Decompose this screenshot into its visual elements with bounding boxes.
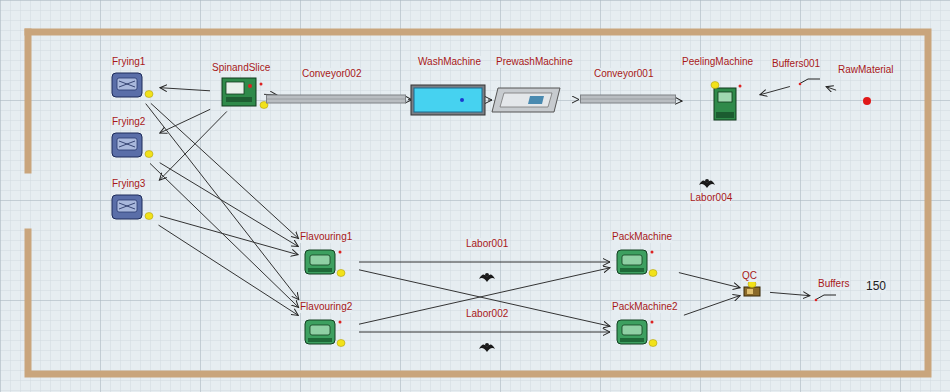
flow-connector xyxy=(578,99,579,100)
machine-label: Labor002 xyxy=(466,308,508,320)
machine-node: Frying1 xyxy=(110,56,158,102)
flow-connector xyxy=(160,216,298,255)
machine-label: SpinandSlice xyxy=(212,62,270,74)
machine-node: Buffers001 xyxy=(772,58,826,86)
flow-connector xyxy=(488,100,492,101)
machine-icon xyxy=(110,130,154,162)
flow-connector xyxy=(160,163,299,247)
machine-node: PeelingMachine xyxy=(682,56,758,124)
machine-node: Conveyor002 xyxy=(266,68,410,104)
flow-connector xyxy=(826,87,836,91)
machine-label: PeelingMachine xyxy=(682,56,753,68)
flow-connector xyxy=(159,225,299,315)
machine-node: WashMachine xyxy=(410,56,490,116)
machine-label: WashMachine xyxy=(418,56,481,68)
flow-connector xyxy=(150,163,299,307)
machine-icon xyxy=(742,284,764,298)
machine-label: PrewashMachine xyxy=(496,56,573,68)
machine-icon xyxy=(614,246,658,278)
machine-icon xyxy=(580,94,676,104)
flow-connector xyxy=(146,104,299,300)
machine-label: PackMachine xyxy=(612,231,672,243)
flow-connector xyxy=(770,292,810,295)
machine-node: PrewashMachine xyxy=(490,56,577,114)
machine-label: RawMaterial xyxy=(838,64,894,76)
machine-icon xyxy=(110,70,154,102)
machine-node: Flavouring1 xyxy=(300,231,357,278)
machine-label: QC xyxy=(742,270,757,282)
machine-icon xyxy=(478,340,496,354)
flow-connector xyxy=(760,87,790,95)
machine-icon xyxy=(614,316,658,348)
machine-label: Labor001 xyxy=(466,238,508,250)
machine-label: Frying2 xyxy=(112,116,145,128)
machine-icon xyxy=(814,292,838,302)
machine-label: Conveyor002 xyxy=(302,68,361,80)
machine-label: Frying3 xyxy=(112,178,145,190)
machine-icon xyxy=(220,76,270,110)
flow-connector xyxy=(160,88,210,91)
machine-label: Buffers xyxy=(818,278,850,290)
machine-icon xyxy=(490,86,562,114)
machine-node: Flavouring2 xyxy=(300,301,357,348)
machine-node: Conveyor001 xyxy=(580,68,680,104)
machine-node: Frying2 xyxy=(110,116,158,162)
machine-label: Frying1 xyxy=(112,56,145,68)
machine-label: Buffers001 xyxy=(772,58,820,70)
machine-node: PackMachine2 xyxy=(612,301,682,348)
machine-node: SpinandSlice xyxy=(212,62,275,110)
machine-node: Frying3 xyxy=(110,178,158,224)
machine-node: Buffers xyxy=(812,278,854,302)
flow-connector xyxy=(679,273,740,288)
machine-icon xyxy=(862,96,872,106)
machine-icon xyxy=(698,176,716,190)
flow-connector xyxy=(359,262,610,263)
flow-connector xyxy=(680,101,682,102)
machine-node: RawMaterial xyxy=(838,64,898,106)
machine-icon xyxy=(798,76,822,86)
flow-connector xyxy=(359,270,610,326)
machine-icon xyxy=(710,82,750,124)
machine-node: Labor004 xyxy=(690,176,737,204)
machine-label: Labor004 xyxy=(690,192,732,204)
machine-label: Flavouring2 xyxy=(300,301,352,313)
machine-label: Flavouring1 xyxy=(300,231,352,243)
flow-connector xyxy=(359,268,610,324)
flow-connector xyxy=(159,111,227,180)
machine-icon xyxy=(302,316,346,348)
machine-node: PackMachine xyxy=(612,231,677,278)
machine-icon xyxy=(478,270,496,284)
machine-node: Labor002 xyxy=(466,308,513,354)
flow-connector xyxy=(684,296,740,316)
machine-label: PackMachine2 xyxy=(612,301,678,313)
machine-node: QC xyxy=(742,270,768,298)
flow-connector xyxy=(160,109,210,133)
count-label: 150 xyxy=(866,279,886,293)
machine-icon xyxy=(302,246,346,278)
machine-icon xyxy=(266,94,406,104)
machine-icon xyxy=(110,192,154,224)
machine-icon xyxy=(410,84,486,116)
machine-label: Conveyor001 xyxy=(594,68,653,80)
machine-node: Labor001 xyxy=(466,238,513,284)
flow-connector xyxy=(359,332,610,333)
